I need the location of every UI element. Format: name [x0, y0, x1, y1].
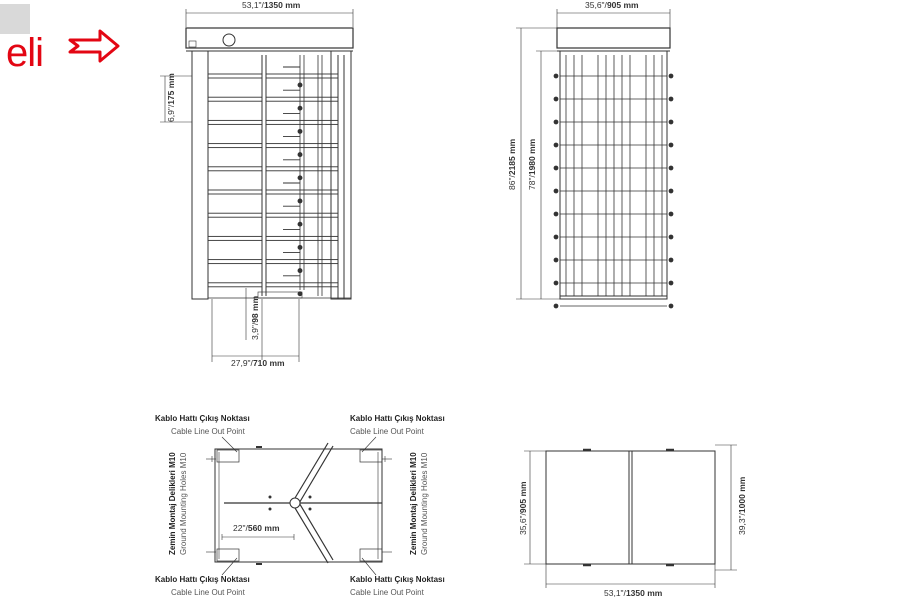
roof-depth-label: 35,6"/905 mm	[518, 481, 528, 535]
roof-outer-depth-label: 39,3"/1000 mm	[737, 476, 747, 535]
front-spacing-label: 6,9"/175 mm	[166, 73, 176, 122]
logo-backdrop	[0, 4, 30, 34]
front-arm-bolt	[297, 152, 303, 158]
side-knob-left	[553, 96, 559, 102]
plan-leaders	[206, 436, 392, 576]
side-knob-left	[553, 211, 559, 217]
side-knob-left	[553, 303, 559, 309]
front-rotor-arm	[265, 143, 339, 149]
front-rotor-arm	[265, 259, 339, 265]
front-rotor-arm	[265, 73, 339, 79]
side-knob-right	[668, 234, 674, 240]
front-rotor-arm	[265, 166, 339, 172]
front-fixed-bar	[207, 119, 263, 125]
plan-mounting-en-right: Ground Mounting Holes M10	[420, 452, 429, 555]
logo-text: eli	[6, 31, 43, 75]
front-arm-bolt	[297, 105, 303, 111]
side-knob-right	[668, 73, 674, 79]
plan-cable-out-en-bottomright: Cable Line Out Point	[350, 588, 425, 597]
side-knob-right	[668, 280, 674, 286]
side-knob-right	[668, 257, 674, 263]
front-arm-bolt	[297, 268, 303, 274]
side-knob-left	[553, 119, 559, 125]
side-knob-right	[668, 119, 674, 125]
side-bar-grid	[553, 55, 674, 309]
plan-cable-out-en-bottomleft: Cable Line Out Point	[171, 588, 246, 597]
front-fixed-bar	[207, 166, 263, 172]
front-rotor-arm	[265, 235, 339, 241]
front-fixed-bar	[207, 189, 263, 195]
side-knob-left	[553, 257, 559, 263]
front-arm-bolt	[297, 291, 303, 297]
plan-mounting-tr-right: Zemin Montaj Delikleri M10	[409, 452, 418, 555]
front-rotor-arm	[265, 212, 339, 218]
front-rotor-arms	[207, 66, 339, 297]
roof-dimensions	[524, 444, 737, 588]
front-gap-label: 3,9"/98 mm	[250, 295, 260, 340]
side-knob-left	[553, 73, 559, 79]
front-passage-label: 27,9"/710 mm	[231, 358, 285, 368]
side-knob-left	[553, 280, 559, 286]
side-knob-right	[668, 188, 674, 194]
side-width-label: 35,6"/905 mm	[585, 0, 639, 10]
plan-view	[211, 442, 386, 565]
side-knob-left	[553, 165, 559, 171]
roof-view	[545, 448, 716, 567]
arrow-right-icon	[68, 29, 120, 63]
side-knob-left	[553, 234, 559, 240]
side-knob-right	[668, 96, 674, 102]
front-fixed-bar	[207, 282, 263, 288]
front-spacing-dimension	[160, 75, 192, 123]
plan-cable-out-tr-bottomleft: Kablo Hattı Çıkış Noktası	[155, 575, 250, 584]
front-fixed-bar	[207, 259, 263, 265]
roof-width-label: 53,1"/1350 mm	[604, 588, 663, 598]
side-knob-right	[668, 211, 674, 217]
side-view	[556, 9, 671, 300]
front-arm-bolt	[297, 128, 303, 134]
front-fixed-bar	[207, 235, 263, 241]
side-total-height-label: 86"/2185 mm	[507, 138, 517, 190]
plan-cable-out-en-topright: Cable Line Out Point	[350, 427, 425, 436]
plan-cable-out-tr-topright: Kablo Hattı Çıkış Noktası	[350, 414, 445, 423]
front-width-label: 53,1"/1350 mm	[242, 0, 301, 10]
side-knob-right	[668, 303, 674, 309]
front-rotor-arm	[265, 119, 339, 125]
front-fixed-bar	[207, 212, 263, 218]
side-inner-height-label: 78"/1980 mm	[527, 138, 537, 190]
side-knob-left	[553, 188, 559, 194]
plan-mounting-tr-left: Zemin Montaj Delikleri M10	[168, 452, 177, 555]
plan-cable-out-tr-bottomright: Kablo Hattı Çıkış Noktası	[350, 575, 445, 584]
front-rotor-arm	[265, 96, 339, 102]
plan-cable-out-tr-topleft: Kablo Hattı Çıkış Noktası	[155, 414, 250, 423]
plan-mounting-en-left: Ground Mounting Holes M10	[179, 452, 188, 555]
front-arm-bolt	[297, 221, 303, 227]
front-rotor-arm	[265, 189, 339, 195]
plan-cable-out-en-topleft: Cable Line Out Point	[171, 427, 246, 436]
front-fixed-bar	[207, 143, 263, 149]
front-rotor-arm	[265, 282, 339, 288]
front-view	[185, 9, 354, 300]
front-arm-bolt	[297, 175, 303, 181]
side-knob-right	[668, 142, 674, 148]
front-fixed-bar	[207, 73, 263, 79]
front-arm-bolt	[297, 244, 303, 250]
side-knob-right	[668, 165, 674, 171]
side-knob-left	[553, 142, 559, 148]
front-fixed-bar	[207, 96, 263, 102]
brand-logo: eli	[6, 29, 120, 75]
front-bottom-dimensions	[211, 288, 300, 362]
side-height-dimensions	[516, 27, 560, 300]
front-arm-bolt	[297, 198, 303, 204]
plan-dimension-label: 22"/560 mm	[233, 523, 280, 533]
front-arm-bolt	[297, 82, 303, 88]
